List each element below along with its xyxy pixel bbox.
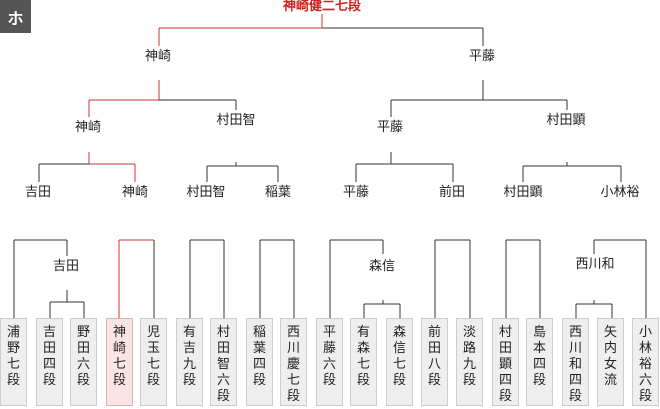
- r3-node-kobayashi: 小林裕: [600, 185, 640, 200]
- player-card: 小林裕六段: [632, 318, 659, 406]
- player-card: 矢内女流: [597, 318, 624, 406]
- r3-node-yoshida: 吉田: [24, 185, 51, 200]
- r3-node-inaba: 稲葉: [264, 185, 291, 200]
- r4-node-nishikawa: 西川和: [575, 257, 615, 272]
- player-card: 児玉七段: [140, 318, 167, 406]
- player-card: 西川和四段: [562, 318, 589, 406]
- player-card: 浦野七段: [0, 318, 27, 406]
- r3-node-murata-s: 村田智: [186, 185, 226, 200]
- player-card: 有吉九段: [176, 318, 203, 406]
- player-card: 有森七段: [350, 318, 377, 406]
- r3-node-hirafuji: 平藤: [342, 185, 369, 200]
- player-card: 森 信七段: [386, 318, 419, 406]
- player-card: 淡路九段: [456, 318, 483, 406]
- player-card: 前田八段: [421, 318, 448, 406]
- player-card: 平藤六段: [316, 318, 343, 406]
- player-card: 村田顕四段: [492, 318, 519, 406]
- block-label: ホ: [0, 0, 31, 33]
- champion-name: 神崎健二七段: [282, 0, 361, 14]
- r1-node-kanzaki: 神崎: [144, 49, 171, 64]
- player-card-winner: 神崎七段: [106, 318, 133, 406]
- r3-node-maeda: 前田: [438, 185, 465, 200]
- r4-node-mori: 森信: [368, 259, 395, 274]
- r3-node-kanzaki: 神崎: [121, 185, 148, 200]
- r3-node-murata-k: 村田顕: [503, 185, 543, 200]
- player-card: 西川慶七段: [280, 318, 307, 406]
- r2-node-murata-k: 村田顕: [546, 113, 586, 128]
- r2-node-murata-s: 村田智: [216, 113, 256, 128]
- player-card: 吉田四段: [36, 318, 63, 406]
- r1-node-hirafuji: 平藤: [468, 49, 495, 64]
- r2-node-kanzaki: 神崎: [74, 120, 101, 135]
- r4-node-yoshida: 吉田: [52, 259, 79, 274]
- player-card: 島本四段: [526, 318, 553, 406]
- player-card: 野田六段: [70, 318, 97, 406]
- player-card: 村田智六段: [210, 318, 237, 406]
- player-card: 稲葉四段: [246, 318, 273, 406]
- r2-node-hirafuji: 平藤: [376, 120, 403, 135]
